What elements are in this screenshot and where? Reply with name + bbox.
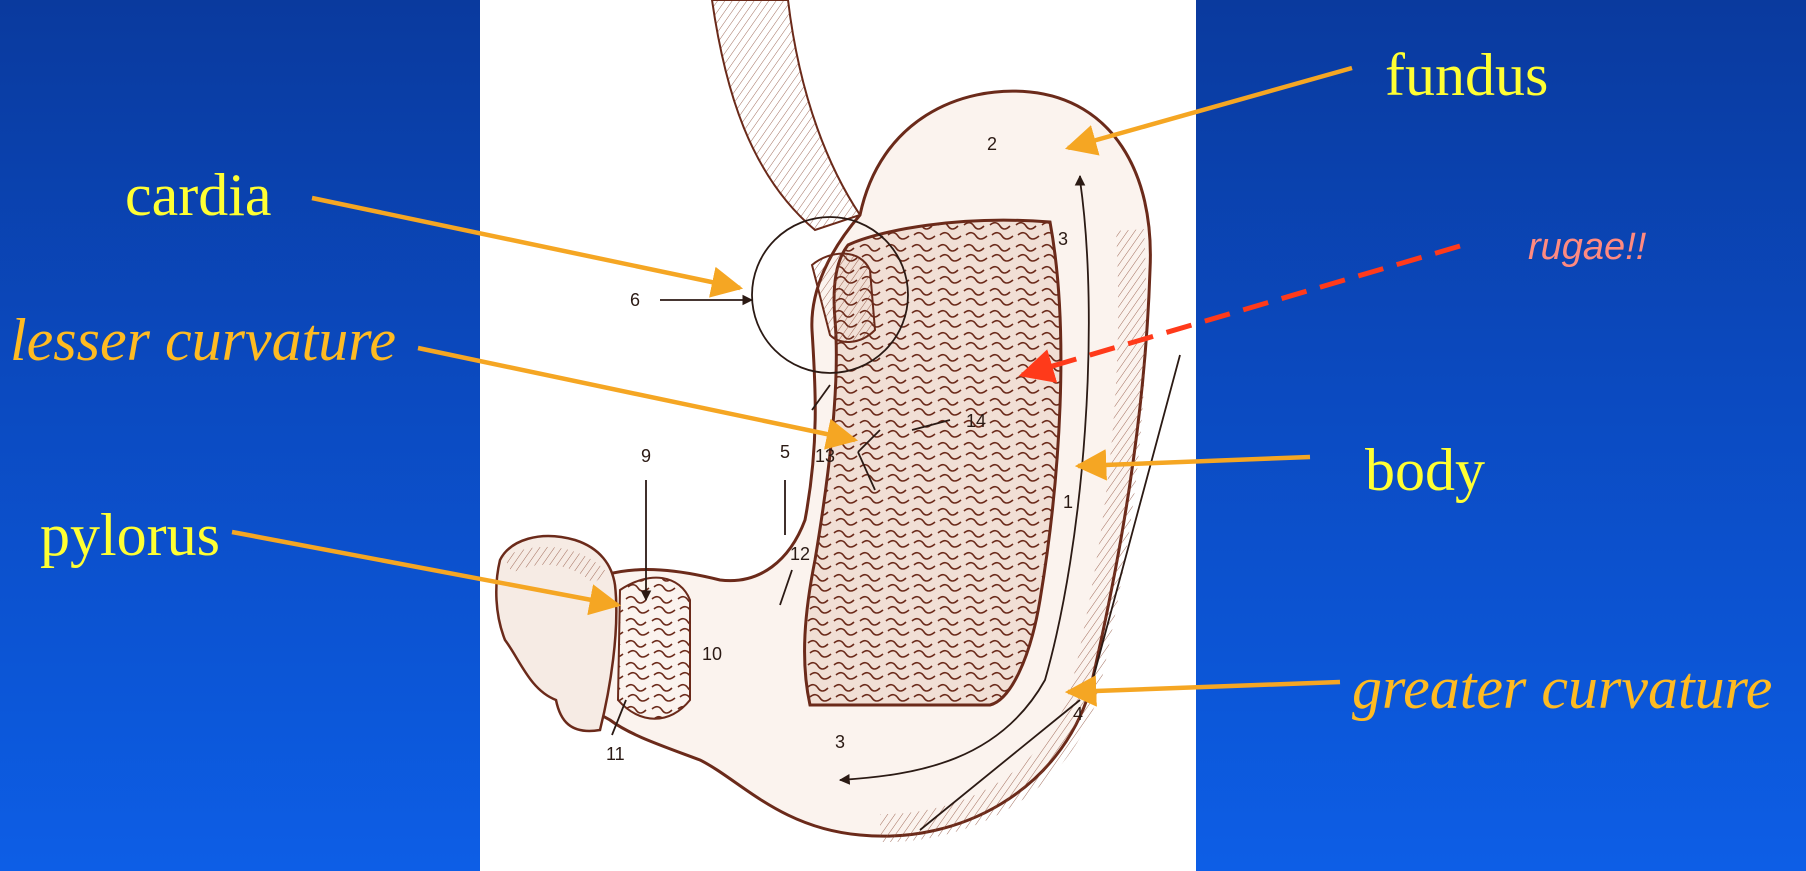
figure-number: 11 — [606, 744, 625, 764]
greater-curvature-arrow — [1068, 682, 1340, 692]
figure-number: 13 — [815, 446, 835, 466]
figure-number: 12 — [790, 544, 810, 564]
figure-number: 4 — [1073, 704, 1083, 724]
pylorus-label: pylorus — [40, 505, 220, 565]
esophagus-drawing — [712, 0, 860, 230]
fundus-arrow — [1068, 68, 1352, 148]
figure-number: 9 — [641, 446, 651, 466]
cardia-arrow — [312, 198, 740, 288]
figure-number: 10 — [702, 644, 722, 664]
figure-number: 3 — [1058, 229, 1068, 249]
cardia-label: cardia — [125, 165, 272, 225]
fundus-label: fundus — [1385, 45, 1548, 105]
figure-number: 14 — [966, 411, 986, 431]
greater-curvature-label: greater curvature — [1352, 658, 1772, 718]
rugae-label: rugae!! — [1528, 228, 1646, 266]
figure-number: 1 — [1063, 492, 1073, 512]
body-label: body — [1365, 440, 1485, 500]
figure-number: 5 — [780, 442, 790, 462]
lesser-curvature-label: lesser curvature — [10, 310, 396, 370]
pylorus-duodenum — [496, 536, 690, 731]
figure-number: 6 — [630, 290, 640, 310]
figure-number: 3 — [835, 732, 845, 752]
figure-number: 2 — [987, 134, 997, 154]
